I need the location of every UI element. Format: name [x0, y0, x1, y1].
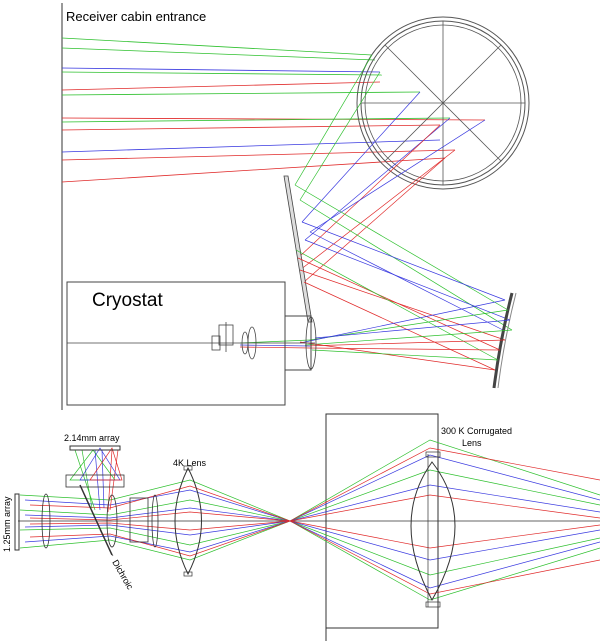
array-214-detector [69, 445, 121, 451]
cryostat-label: Cryostat [92, 290, 163, 311]
focal-plane-lenses [41, 493, 159, 549]
incoming-rays [61, 37, 486, 183]
array-214-label: 2.14mm array [64, 433, 120, 443]
array-125-label: 1.25mm array [2, 496, 12, 552]
lens-300k [410, 461, 456, 602]
flat-mirror [283, 175, 313, 323]
upper-panel: Receiver cabin entrance [61, 3, 530, 410]
lens-4k-label: 4K Lens [173, 458, 207, 468]
reflected-rays-upper [294, 54, 486, 283]
return-rays [239, 299, 513, 371]
lens-300k-label: 300 K Corrugated Lens [441, 426, 515, 448]
primary-mirror [356, 16, 530, 190]
lens-300k-label-line1: 300 K Corrugated [441, 426, 512, 436]
dichroic-leader [99, 529, 114, 557]
lens-300k-label-line2: Lens [462, 438, 482, 448]
array-125-detector [14, 493, 20, 551]
lens-4k [174, 466, 202, 576]
cryostat-lenses [211, 316, 317, 370]
cabin-entrance-label: Receiver cabin entrance [66, 9, 206, 24]
lower-panel: 2.14mm array 1.25mm array Dichroic 4K Le… [2, 413, 600, 641]
dichroic-label: Dichroic [110, 558, 135, 592]
folded-rays [294, 184, 513, 371]
